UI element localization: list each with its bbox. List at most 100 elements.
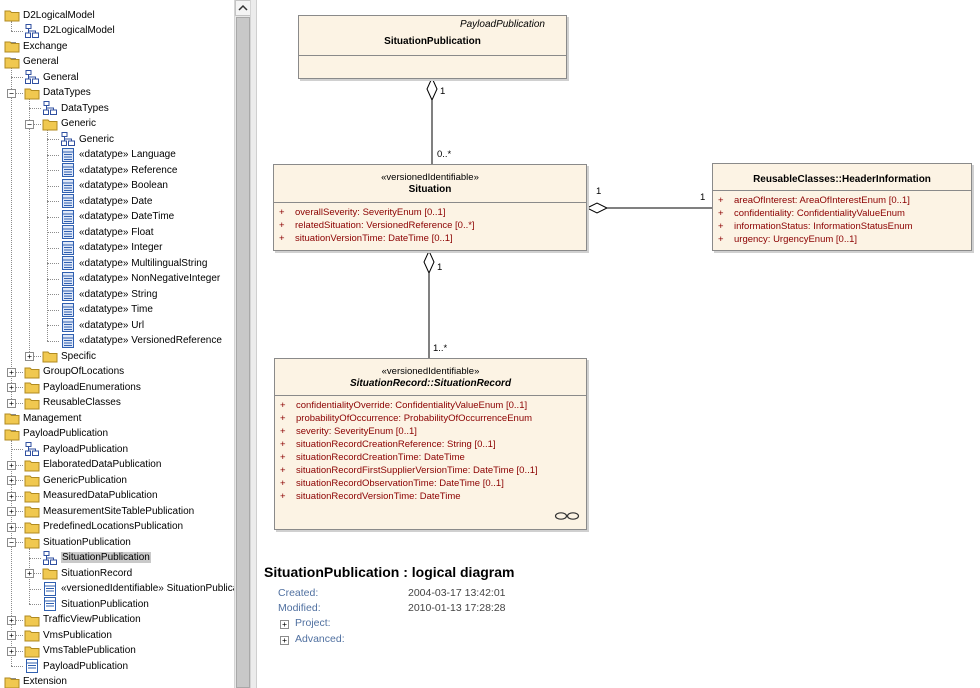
attribute-row[interactable]: +areaOfInterest: AreaOfInterestEnum [0..… xyxy=(718,195,910,206)
modified-value: 2010-01-13 17:28:28 xyxy=(408,602,506,614)
attribute-row[interactable]: +situationRecordFirstSupplierVersionTime… xyxy=(280,465,538,476)
tree-item[interactable]: ElaboratedDataPublication xyxy=(0,457,234,473)
tree-item[interactable]: D2LogicalModel xyxy=(0,23,234,39)
expand-plus-icon[interactable]: + xyxy=(7,398,16,408)
attribute-row[interactable]: +urgency: UrgencyEnum [0..1] xyxy=(718,234,858,245)
expand-plus-icon[interactable]: + xyxy=(280,636,289,645)
tree-guide-line xyxy=(47,201,59,202)
expand-plus-icon[interactable]: + xyxy=(25,569,34,578)
attribute-row[interactable]: +situationRecordCreationTime: DateTime xyxy=(280,452,465,463)
class-situation-publication[interactable]: PayloadPublication SituationPublication xyxy=(298,15,567,79)
attribute-row[interactable]: +severity: SeverityEnum [0..1] xyxy=(280,426,417,437)
expand-plus-icon[interactable]: + xyxy=(7,631,16,640)
tree-item[interactable]: «datatype» String xyxy=(0,286,234,302)
collapse-minus-icon[interactable]: − xyxy=(25,119,34,129)
tree-item[interactable]: Management xyxy=(0,410,234,426)
multiplicity-label: 0..* xyxy=(437,149,452,160)
attribute-row[interactable]: +situationRecordVersionTime: DateTime xyxy=(280,491,461,502)
aggregation-diamond-icon xyxy=(423,249,435,275)
expand-plus-icon[interactable]: + xyxy=(7,491,16,501)
tree-item[interactable]: VmsPublication xyxy=(0,627,234,643)
attribute-row[interactable]: +situationRecordCreationReference: Strin… xyxy=(280,439,496,450)
class-situation-record[interactable]: «versionedIdentifiable» SituationRecord:… xyxy=(274,358,587,530)
tree-item[interactable]: General xyxy=(0,54,234,70)
attribute-row[interactable]: +confidentiality: ConfidentialityValueEn… xyxy=(718,208,905,219)
tree-item[interactable]: SituationRecord xyxy=(0,565,234,581)
expand-plus-icon[interactable]: + xyxy=(7,615,16,625)
tree-item[interactable]: «datatype» Date xyxy=(0,193,234,209)
class-name: Situation xyxy=(408,184,452,195)
attribute-row[interactable]: +relatedSituation: VersionedReference [0… xyxy=(279,220,475,231)
expand-plus-icon[interactable]: + xyxy=(7,507,16,516)
expand-plus-icon[interactable]: + xyxy=(7,383,16,392)
panel-splitter[interactable] xyxy=(250,0,257,688)
tree-item[interactable]: «datatype» Reference xyxy=(0,162,234,178)
attribute-row[interactable]: +probabilityOfOccurrence: ProbabilityOfO… xyxy=(280,413,533,424)
tree-guide-line xyxy=(47,232,59,233)
tree-item[interactable]: Generic xyxy=(0,116,234,132)
tree-item[interactable]: SituationPublication xyxy=(0,596,234,612)
tree-item[interactable]: D2LogicalModel xyxy=(0,7,234,23)
tree-item[interactable]: «datatype» NonNegativeInteger xyxy=(0,271,234,287)
tree-item[interactable]: Specific xyxy=(0,348,234,364)
expand-plus-icon[interactable]: + xyxy=(7,367,16,377)
tree-item[interactable]: Extension xyxy=(0,674,234,688)
scroll-up-button[interactable] xyxy=(235,0,251,16)
tree-item[interactable]: General xyxy=(0,69,234,85)
tree-item[interactable]: VmsTablePublication xyxy=(0,643,234,659)
attribute-row[interactable]: +confidentialityOverride: Confidentialit… xyxy=(280,400,528,411)
tree-item[interactable]: PayloadEnumerations xyxy=(0,379,234,395)
tree-scrollbar[interactable] xyxy=(234,0,251,688)
class-situation[interactable]: «versionedIdentifiable» Situation +overa… xyxy=(273,164,587,251)
tree-item[interactable]: PredefinedLocationsPublication xyxy=(0,519,234,535)
expand-plus-icon[interactable]: + xyxy=(7,476,16,485)
advanced-section-toggle[interactable]: Advanced: xyxy=(295,633,345,645)
tree-item[interactable]: «datatype» Url xyxy=(0,317,234,333)
tree-item[interactable]: DataTypes xyxy=(0,100,234,116)
expand-plus-icon[interactable]: + xyxy=(7,460,16,470)
tree-item[interactable]: MeasurementSiteTablePublication xyxy=(0,503,234,519)
tree-guide-line xyxy=(47,129,48,341)
attribute-row[interactable]: +overallSeverity: SeverityEnum [0..1] xyxy=(279,207,446,218)
expand-plus-icon[interactable]: + xyxy=(25,352,34,361)
expand-plus-icon[interactable]: + xyxy=(280,620,289,629)
tree-item[interactable]: SituationPublication xyxy=(0,550,234,566)
tree-guide-line xyxy=(47,263,59,264)
tree-item[interactable]: GenericPublication xyxy=(0,472,234,488)
tree-item[interactable]: PayloadPublication xyxy=(0,426,234,442)
attribute-row[interactable]: +situationVersionTime: DateTime [0..1] xyxy=(279,233,453,244)
tree-item[interactable]: PayloadPublication xyxy=(0,441,234,457)
tree-item[interactable]: «versionedIdentifiable» SituationPublica… xyxy=(0,581,234,597)
expand-plus-icon[interactable]: + xyxy=(7,646,16,656)
tree-item[interactable]: ReusableClasses xyxy=(0,395,234,411)
class-name: SituationRecord::SituationRecord xyxy=(349,378,512,389)
collapse-minus-icon[interactable]: − xyxy=(7,88,16,98)
scroll-thumb[interactable] xyxy=(236,17,250,688)
tree-item-label: «datatype» MultilingualString xyxy=(79,257,208,269)
tree-item[interactable]: Exchange xyxy=(0,38,234,54)
project-browser-tree[interactable]: D2LogicalModelD2LogicalModel+Exchange−Ge… xyxy=(0,0,234,688)
tree-item[interactable]: «datatype» Language xyxy=(0,147,234,163)
expand-plus-icon[interactable]: + xyxy=(7,522,16,532)
tree-item[interactable]: «datatype» Float xyxy=(0,224,234,240)
attribute-row[interactable]: +situationRecordObservationTime: DateTim… xyxy=(280,478,504,489)
tree-item[interactable]: MeasuredDataPublication xyxy=(0,488,234,504)
diagram-canvas[interactable]: 1 0..* 1 1 1 1..* PayloadPublication Sit… xyxy=(258,0,980,688)
tree-item[interactable]: «datatype» Integer xyxy=(0,240,234,256)
tree-item[interactable]: «datatype» Time xyxy=(0,302,234,318)
tree-item[interactable]: GroupOfLocations xyxy=(0,364,234,380)
created-value: 2004-03-17 13:42:01 xyxy=(408,587,506,599)
tree-item[interactable]: TrafficViewPublication xyxy=(0,612,234,628)
tree-item[interactable]: «datatype» VersionedReference xyxy=(0,333,234,349)
attribute-row[interactable]: +informationStatus: InformationStatusEnu… xyxy=(718,221,913,232)
tree-item[interactable]: SituationPublication xyxy=(0,534,234,550)
tree-item[interactable]: «datatype» DateTime xyxy=(0,209,234,225)
tree-item[interactable]: «datatype» Boolean xyxy=(0,178,234,194)
tree-item[interactable]: DataTypes xyxy=(0,85,234,101)
tree-item[interactable]: Generic xyxy=(0,131,234,147)
tree-item[interactable]: PayloadPublication xyxy=(0,658,234,674)
project-section-toggle[interactable]: Project: xyxy=(295,617,331,629)
collapse-minus-icon[interactable]: − xyxy=(7,538,16,547)
class-header-information[interactable]: ReusableClasses::HeaderInformation +area… xyxy=(712,163,972,251)
tree-item[interactable]: «datatype» MultilingualString xyxy=(0,255,234,271)
